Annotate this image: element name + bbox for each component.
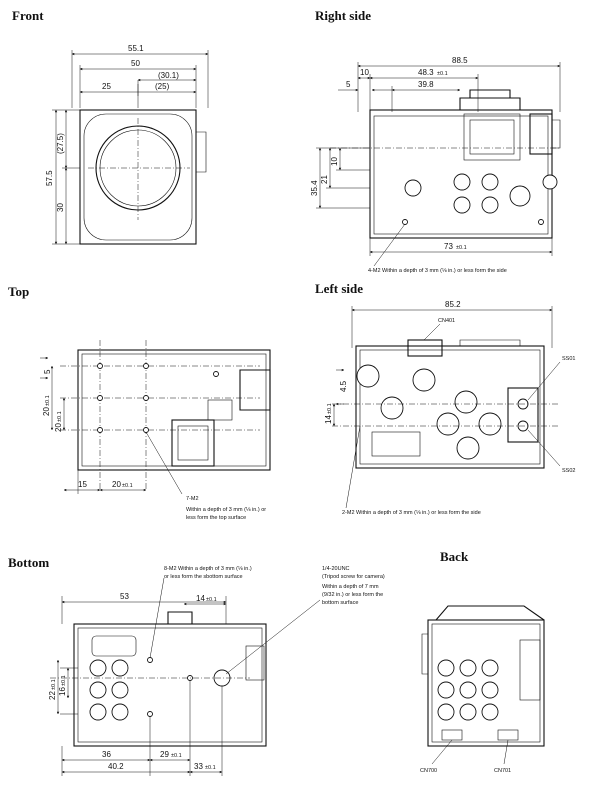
- top-note-line2: less form the top surface: [186, 515, 246, 521]
- right-dim-d-73: 73: [444, 242, 453, 251]
- front-dim-w-50: 50: [131, 59, 140, 68]
- top-dim-v-20b-tol: ±0.1: [57, 411, 63, 422]
- right-dim-d-48-tol: ±0.1: [437, 71, 448, 77]
- bottom-dim-h-14: 14: [196, 594, 205, 603]
- left-label-s2: SS02: [562, 468, 575, 474]
- front-view: Front 55.1 50 (30.1) 25 (25) 57.5 (27.5)…: [12, 8, 209, 245]
- top-dim-h-20-tol: ±0.1: [122, 483, 133, 489]
- left-label-cn: CN401: [438, 318, 455, 324]
- top-dim-v-20b: 20: [54, 423, 63, 432]
- bottom-dim-v-16-tol: ±0.1: [61, 675, 67, 686]
- bottom-title: Bottom: [8, 555, 49, 570]
- bottom-note-tripod-line4: (9/32 in.) or less form the: [322, 592, 383, 598]
- back-label-c2: CN701: [494, 768, 511, 774]
- bottom-dim-v-16: 16: [58, 687, 67, 696]
- right-note: 4-M2 Within a depth of 3 mm (⅛ in.) or l…: [368, 268, 507, 274]
- left-label-s1: SS01: [562, 356, 575, 362]
- bottom-dim-h-33-tol: ±0.1: [205, 765, 216, 771]
- left-dim-d-total: 85.2: [445, 300, 461, 309]
- left-connector-cn401: [407, 339, 443, 357]
- bottom-dim-h-29: 29: [160, 750, 169, 759]
- right-dim-d-10: 10: [360, 68, 369, 77]
- bottom-dim-h-53: 53: [120, 592, 129, 601]
- left-body: [355, 345, 545, 469]
- bottom-dim-v-22: 22: [48, 691, 57, 700]
- back-label-c1: CN700: [420, 768, 437, 774]
- left-title: Left side: [315, 281, 363, 296]
- bottom-dim-h-29-tol: ±0.1: [171, 753, 182, 759]
- top-view: Top 5 20 ±0.1 20 ±0.1 15 20 ±0.1: [8, 284, 271, 521]
- right-dim-d-73-tol: ±0.1: [456, 245, 467, 251]
- right-body: [369, 109, 553, 239]
- right-side-view: Right side 88.5 10 48.3 ±0.1 5 39.8: [310, 8, 561, 274]
- top-dim-h-15: 15: [78, 480, 87, 489]
- top-dim-v-20a: 20: [42, 407, 51, 416]
- bottom-dim-v-22-tol: ±0.1: [51, 679, 57, 690]
- back-view: Back CN700 CN701: [420, 549, 545, 774]
- back-connector-cn701: [497, 729, 519, 741]
- bottom-note-tripod-line5: bottom surface: [322, 600, 358, 606]
- bottom-note-tripod-line1: 1/4-20UNC: [322, 566, 350, 572]
- bottom-note-tripod-line2: (Tripod screw for camera): [322, 574, 385, 580]
- bottom-note-tripod-line3: Within a depth of 7 mm: [322, 584, 379, 590]
- bottom-dim-h-14-tol: ±0.1: [206, 597, 217, 603]
- bottom-dim-h-36: 36: [102, 750, 111, 759]
- back-title: Back: [440, 549, 469, 564]
- right-dim-v-35: 35.4: [310, 180, 319, 196]
- front-dim-w-total: 55.1: [128, 44, 144, 53]
- front-title: Front: [12, 8, 44, 23]
- right-dim-d-48: 48.3: [418, 68, 434, 77]
- bottom-view: Bottom 53 14 ±0.1 22 ±0.1 16 ±0.1: [8, 555, 385, 776]
- back-connector-cn700: [441, 729, 463, 741]
- bottom-dim-h-33: 33: [194, 762, 203, 771]
- back-body: [427, 619, 545, 747]
- front-dim-w-25p: (25): [155, 82, 170, 91]
- bottom-body: [73, 623, 267, 747]
- top-title: Top: [8, 284, 29, 299]
- front-dim-w-25: 25: [102, 82, 111, 91]
- right-title: Right side: [315, 8, 371, 23]
- left-note: 2-M2 Within a depth of 3 mm (⅛ in.) or l…: [342, 510, 481, 516]
- top-dim-v-5: 5: [43, 369, 52, 374]
- right-dim-d-5: 5: [346, 80, 351, 89]
- front-dim-h-total: 57.5: [45, 170, 54, 186]
- right-dim-v-10: 10: [330, 157, 339, 166]
- front-dim-h-top: (27.5): [56, 133, 65, 154]
- front-dim-w-right: (30.1): [158, 71, 179, 80]
- top-note-line1: Within a depth of 3 mm (⅛ in.) or: [186, 507, 266, 513]
- top-note-label: 7-M2: [186, 496, 199, 502]
- left-side-view: Left side 85.2 CN401 SS01 SS02 4.5 14 ±0…: [315, 281, 575, 516]
- bottom-dim-h-40: 40.2: [108, 762, 124, 771]
- left-dim-v-14: 14: [324, 415, 333, 424]
- front-dim-h-30: 30: [56, 203, 65, 212]
- bottom-note-m2-line1: 8-M2 Within a depth of 3 mm (⅛ in.): [164, 566, 252, 572]
- right-dim-d-39: 39.8: [418, 80, 434, 89]
- right-dim-v-21: 21: [320, 175, 329, 184]
- front-body: [79, 109, 197, 245]
- right-dim-d-total: 88.5: [452, 56, 468, 65]
- top-dim-h-20: 20: [112, 480, 121, 489]
- bottom-note-m2-line2: or less form the sbottom surface: [164, 574, 243, 580]
- left-dim-v-14-tol: ±0.1: [327, 403, 333, 414]
- left-dim-v-45: 4.5: [339, 380, 348, 392]
- top-dim-v-20a-tol: ±0.1: [45, 395, 51, 406]
